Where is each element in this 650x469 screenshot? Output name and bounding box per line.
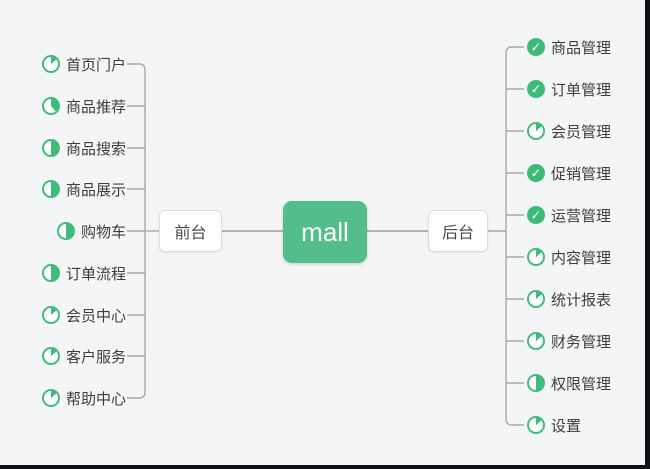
leaf-topic[interactable]: 会员管理 — [527, 120, 611, 142]
progress-marker-icon — [41, 97, 60, 115]
branch-topic-label: 前台 — [174, 225, 207, 242]
progress-marker-icon — [527, 332, 545, 350]
progress-marker-icon: ✓ — [527, 38, 545, 56]
branch-topic-label: 后台 — [441, 225, 474, 242]
progress-marker-icon — [41, 347, 60, 365]
progress-marker-icon — [41, 139, 60, 157]
leaf-topic[interactable]: ✓ 促销管理 — [527, 162, 611, 184]
progress-marker-icon — [527, 416, 545, 434]
leaf-topic-label: 商品展示 — [65, 181, 126, 199]
leaf-topic-label: 运营管理 — [551, 207, 612, 225]
leaf-topic[interactable]: ✓ 订单管理 — [527, 78, 611, 100]
branch-topic-frontend[interactable]: 前台 — [159, 210, 222, 252]
progress-marker-icon — [41, 264, 60, 282]
window-edge-bottom — [0, 465, 650, 469]
root-topic-mall[interactable]: mall — [283, 201, 367, 263]
progress-marker-icon — [527, 290, 545, 308]
progress-marker-icon — [41, 306, 60, 324]
leaf-topic-label: 商品推荐 — [65, 98, 126, 116]
leaf-topic-label: 内容管理 — [551, 249, 612, 267]
progress-marker-icon: ✓ — [527, 206, 545, 224]
branch-topic-backend[interactable]: 后台 — [428, 210, 488, 252]
check-icon: ✓ — [530, 165, 542, 180]
leaf-topic-label: 会员中心 — [65, 307, 126, 325]
leaf-topic-label: 购物车 — [80, 223, 126, 241]
leaf-topic-label: 客户服务 — [65, 348, 126, 366]
progress-marker-icon — [41, 389, 60, 407]
leaf-topic[interactable]: 统计报表 — [527, 288, 611, 310]
leaf-topic-label: 统计报表 — [551, 291, 612, 309]
leaf-topic-label: 帮助中心 — [65, 390, 126, 408]
leaf-topic[interactable]: 商品搜索 — [41, 137, 126, 159]
leaf-topic[interactable]: 首页门户 — [41, 53, 126, 75]
leaf-topic[interactable]: 权限管理 — [527, 372, 611, 394]
leaf-topic[interactable]: 会员中心 — [41, 304, 126, 326]
leaf-topic-label: 权限管理 — [551, 375, 612, 393]
leaf-topic-label: 订单管理 — [551, 81, 612, 99]
progress-marker-icon — [41, 55, 60, 73]
leaf-topic[interactable]: 内容管理 — [527, 246, 611, 268]
leaf-topic-label: 首页门户 — [65, 56, 126, 74]
leaf-topic[interactable]: 客户服务 — [41, 345, 126, 367]
progress-marker-icon — [41, 180, 60, 198]
progress-marker-icon: ✓ — [527, 164, 545, 182]
leaf-topic[interactable]: 财务管理 — [527, 330, 611, 352]
root-topic-label: mall — [301, 216, 349, 247]
leaf-topic[interactable]: 设置 — [527, 414, 581, 436]
leaf-topic-label: 商品搜索 — [65, 140, 126, 158]
leaf-topic[interactable]: 商品推荐 — [41, 95, 126, 117]
progress-marker-icon — [527, 122, 545, 140]
leaf-topic[interactable]: 帮助中心 — [41, 387, 126, 409]
leaf-topic[interactable]: ✓ 商品管理 — [527, 36, 611, 58]
leaf-topic[interactable]: 订单流程 — [41, 262, 126, 284]
leaf-topic-label: 财务管理 — [551, 333, 612, 351]
leaf-topic-label: 设置 — [551, 417, 582, 435]
leaf-topic-label: 促销管理 — [551, 165, 612, 183]
leaf-topic-label: 会员管理 — [551, 123, 612, 141]
check-icon: ✓ — [530, 39, 542, 54]
progress-marker-icon — [527, 248, 545, 266]
leaf-topic[interactable]: 购物车 — [56, 220, 126, 242]
check-icon: ✓ — [530, 207, 542, 222]
leaf-topic[interactable]: ✓ 运营管理 — [527, 204, 611, 226]
leaf-topic[interactable]: 商品展示 — [41, 178, 126, 200]
progress-marker-icon — [527, 374, 545, 392]
progress-marker-icon — [56, 222, 75, 240]
check-icon: ✓ — [530, 81, 542, 96]
window-edge-right — [645, 0, 650, 469]
leaf-topic-label: 订单流程 — [65, 265, 126, 283]
progress-marker-icon: ✓ — [527, 80, 545, 98]
leaf-topic-label: 商品管理 — [551, 39, 612, 57]
